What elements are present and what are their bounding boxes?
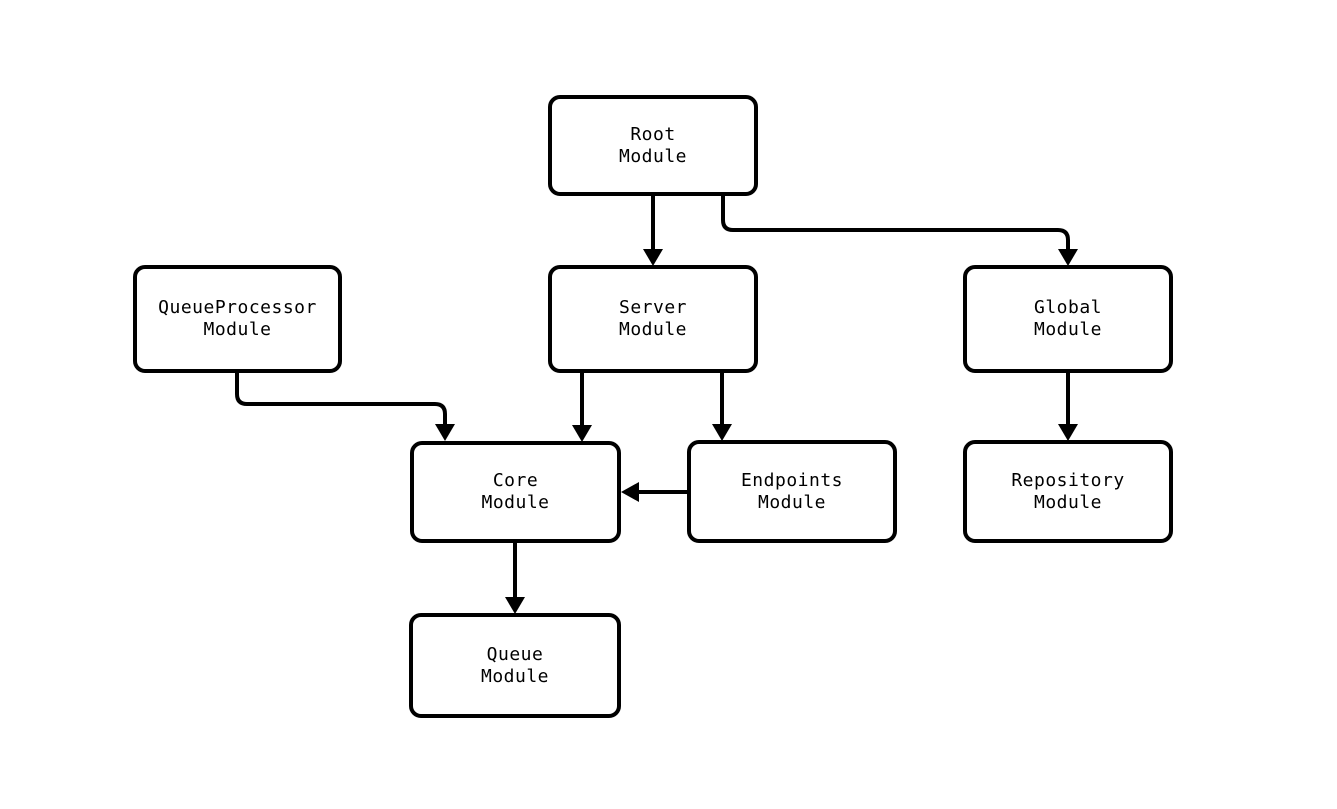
queue-module[interactable]: Queue Module bbox=[409, 613, 621, 718]
core-module-label-line2: Module bbox=[481, 492, 550, 513]
server-module-label-line2: Module bbox=[618, 319, 688, 340]
queue-module-label-line2: Module bbox=[480, 665, 550, 687]
repository-module-label-line2: Module bbox=[1033, 491, 1103, 513]
queueprocessor-module-label-line2: Module bbox=[203, 319, 272, 340]
server-module[interactable]: Server Module bbox=[548, 265, 758, 373]
arrowhead-global-to-repository bbox=[1058, 424, 1078, 441]
root-module-label-line1: Root bbox=[630, 123, 676, 145]
server-module-label-line1: Server bbox=[618, 297, 688, 318]
global-module-label-line1: Global bbox=[1033, 297, 1103, 318]
arrowhead-server-to-endpoints bbox=[712, 424, 732, 441]
arrowhead-queueprocessor-to-core bbox=[435, 424, 455, 441]
arrowhead-root-to-server bbox=[643, 249, 663, 266]
arrowhead-root-to-global bbox=[1058, 249, 1078, 266]
global-module-label-line2: Module bbox=[1033, 319, 1103, 340]
core-module[interactable]: Core Module bbox=[410, 441, 621, 543]
repository-module-label-line1: Repository bbox=[1011, 469, 1125, 491]
endpoints-module-label-line2: Module bbox=[757, 491, 827, 513]
edge-queueprocessor-to-core-line bbox=[235, 373, 447, 425]
queueprocessor-module-label-line1: QueueProcessor bbox=[158, 297, 317, 318]
queueprocessor-module[interactable]: QueueProcessor Module bbox=[133, 265, 342, 373]
endpoints-module-label-line1: Endpoints bbox=[740, 469, 844, 491]
edge-root-to-global-line bbox=[721, 196, 1070, 250]
root-module[interactable]: Root Module bbox=[548, 95, 758, 196]
arrowhead-core-to-queue bbox=[505, 597, 525, 614]
repository-module[interactable]: Repository Module bbox=[963, 440, 1173, 543]
root-module-label-line2: Module bbox=[618, 145, 688, 167]
arrowhead-server-to-core bbox=[572, 425, 592, 442]
core-module-label-line1: Core bbox=[492, 470, 539, 491]
arrowhead-endpoints-to-core bbox=[621, 482, 639, 502]
global-module[interactable]: Global Module bbox=[963, 265, 1173, 373]
queue-module-label-line1: Queue bbox=[486, 643, 544, 665]
endpoints-module[interactable]: Endpoints Module bbox=[687, 440, 897, 543]
